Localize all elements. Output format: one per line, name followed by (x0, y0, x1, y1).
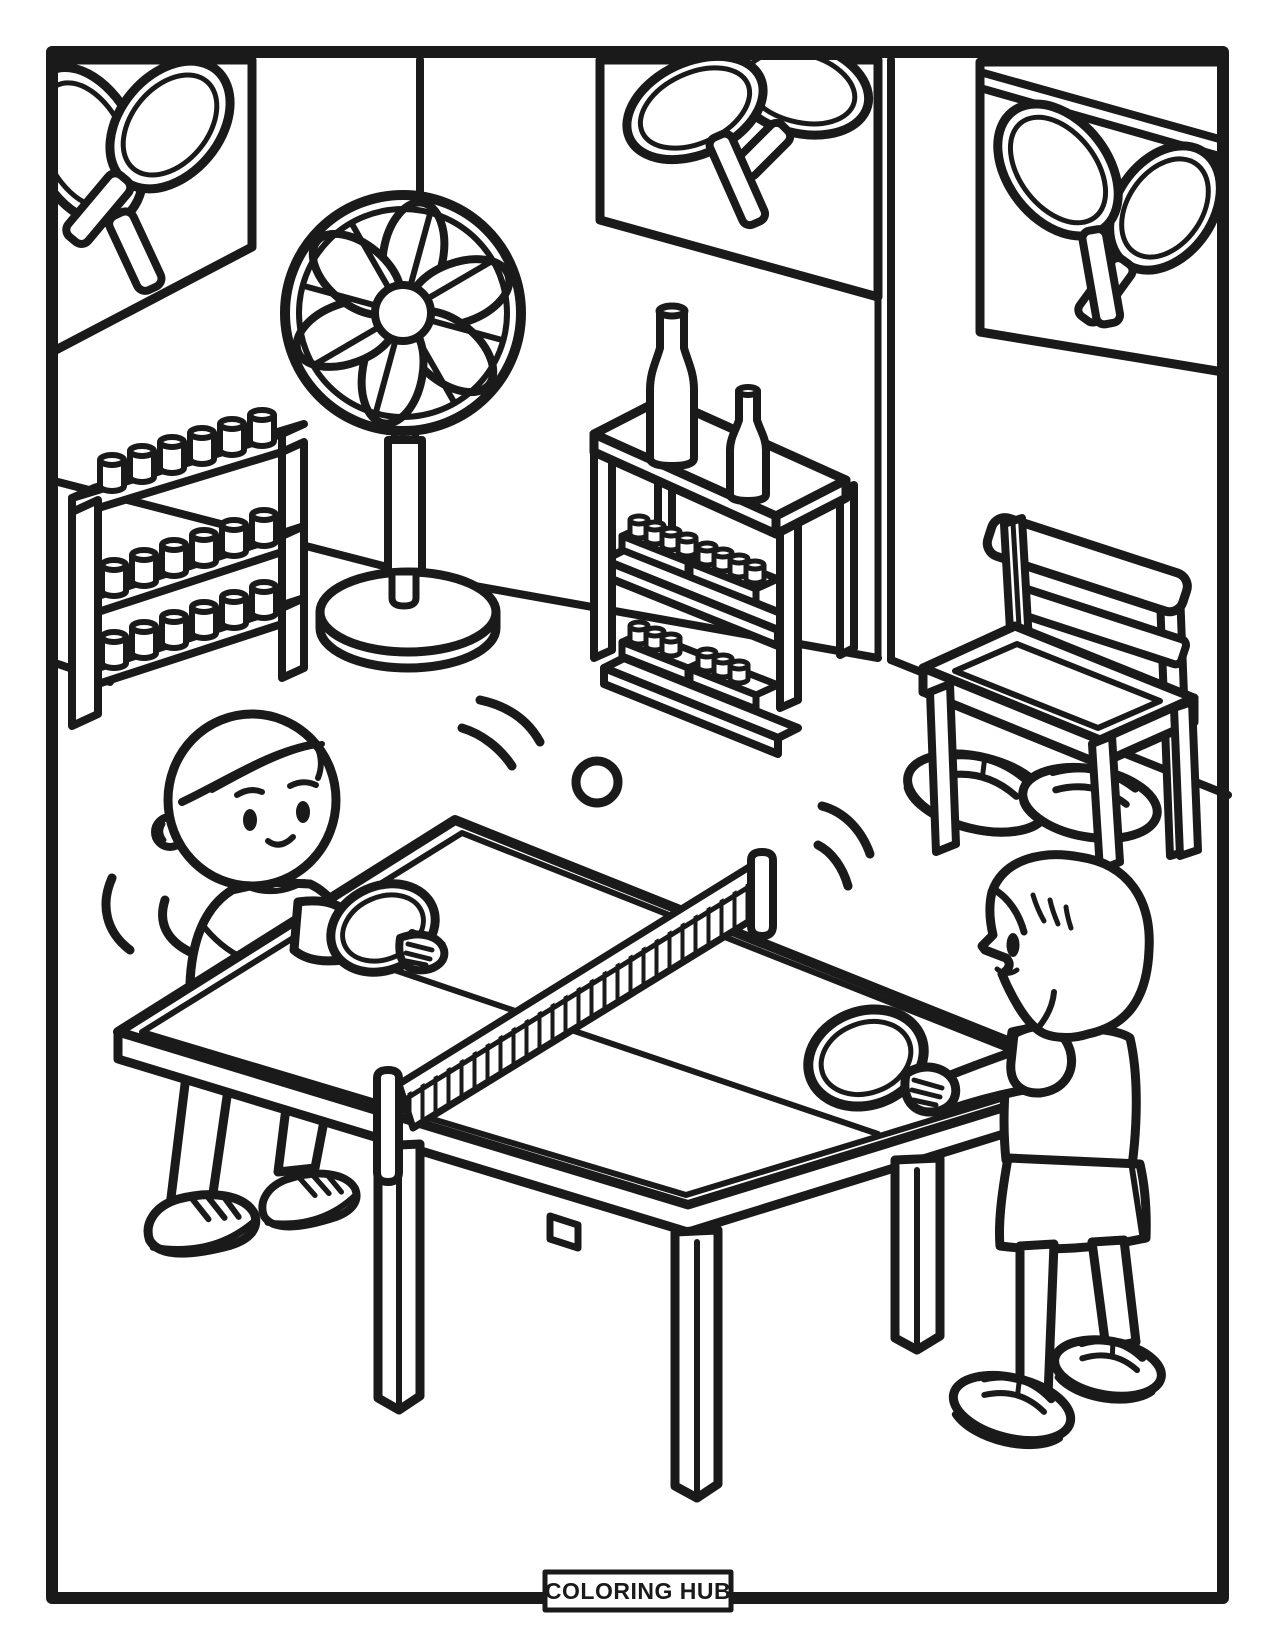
net-post (747, 848, 777, 940)
table-bracket (546, 1212, 582, 1252)
fan-cage-inner (296, 206, 510, 420)
rack-right-post (278, 438, 308, 682)
girl-head (977, 850, 1154, 1042)
wall-poster-middle (595, 55, 883, 302)
slipper-pair-right (1018, 762, 1162, 844)
wall-poster-left (47, 55, 257, 357)
poster-banner-line (980, 68, 1223, 144)
chair-leg (1088, 732, 1124, 874)
ball (571, 756, 623, 808)
standing-fan (280, 190, 526, 673)
motion-arcs (101, 695, 875, 957)
boy-arm-and-paddle (289, 879, 449, 977)
rack-cups (97, 407, 279, 671)
wall-poster-right (975, 57, 1228, 377)
girl-leg (1087, 1235, 1141, 1353)
girl-leg (1015, 1239, 1059, 1403)
shelf-front-right-leg (776, 503, 802, 712)
girl-skirt (994, 1153, 1151, 1254)
girl-mouth (994, 966, 1020, 976)
boy-eye (296, 801, 310, 823)
fan-base (315, 567, 501, 673)
net-post (373, 1066, 403, 1186)
boy-eyebrow (234, 787, 265, 798)
girl-player (803, 850, 1166, 1450)
shelf-upper (600, 513, 802, 650)
fan-head (280, 190, 526, 436)
footer-label: COLORING HUB (542, 1569, 734, 1613)
chair-leg (926, 680, 960, 856)
boy-eye (243, 809, 257, 831)
boy-mouth (265, 834, 296, 848)
girl-hair (991, 886, 1074, 1031)
footer-label-box (542, 1569, 734, 1613)
table-legs (373, 1139, 945, 1503)
girl-eye (1006, 933, 1020, 957)
boy-leg (165, 1071, 235, 1211)
footer-label-text: COLORING HUB (545, 1578, 731, 1604)
chair-leg (1170, 698, 1202, 860)
chair (918, 513, 1202, 874)
boy-shoe (258, 1169, 361, 1231)
boy-face (234, 779, 319, 848)
paddle-icon (622, 60, 770, 230)
table-net (373, 848, 777, 1186)
paddle-icon (62, 60, 235, 248)
shelf-lower (600, 619, 802, 758)
bottle-small (726, 384, 770, 505)
girl-sandal (1050, 1335, 1166, 1404)
boy-hair (178, 740, 325, 806)
cup-rack (68, 407, 308, 730)
girl-face (994, 933, 1020, 976)
fan-hub (371, 281, 435, 345)
paddle-icon (993, 99, 1125, 329)
boy-head (163, 709, 341, 891)
girl-sandal (948, 1370, 1076, 1450)
bottle-tall (646, 302, 698, 470)
rack-left-panel (68, 496, 102, 730)
bottle-shelf (589, 302, 858, 758)
boy-eyebrow (287, 779, 319, 789)
shelf-front-left-leg (590, 428, 616, 662)
girl-paddle (803, 1004, 948, 1112)
boy-shoe (143, 1190, 261, 1258)
